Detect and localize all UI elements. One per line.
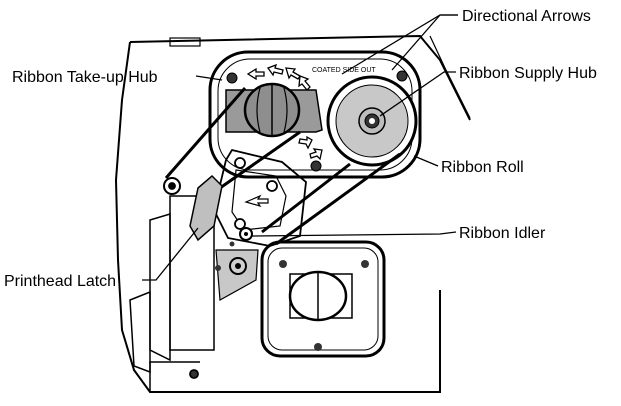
printer-body [114, 34, 471, 393]
panel-screw-icon [361, 260, 369, 268]
panel-screw-icon [396, 70, 408, 82]
label-ribbon-idler: Ribbon Idler [459, 225, 546, 242]
ribbon-takeup-hub [225, 82, 323, 138]
printhead-latch [189, 174, 259, 301]
label-ribbon-supply-hub: Ribbon Supply Hub [459, 65, 597, 82]
lower-panel [260, 240, 386, 358]
label-printhead-latch: Printhead Latch [4, 273, 116, 290]
panel-screw-icon [279, 260, 287, 268]
leader-lines [142, 14, 458, 281]
ribbon-idler [239, 227, 253, 241]
ribbon-panel: COATED SIDE OUT [208, 50, 422, 179]
panel-text: COATED SIDE OUT [312, 67, 376, 74]
panel-screw-icon [226, 72, 238, 84]
labels: Directional Arrows Ribbon Take-up Hub Ri… [4, 8, 597, 290]
panel-screw-icon [314, 343, 322, 351]
label-ribbon-takeup-hub: Ribbon Take-up Hub [12, 69, 158, 86]
ribbon-supply-hub [358, 107, 386, 135]
panel-screw-icon [310, 160, 322, 172]
label-ribbon-roll: Ribbon Roll [441, 159, 524, 176]
label-directional-arrows: Directional Arrows [462, 8, 591, 25]
